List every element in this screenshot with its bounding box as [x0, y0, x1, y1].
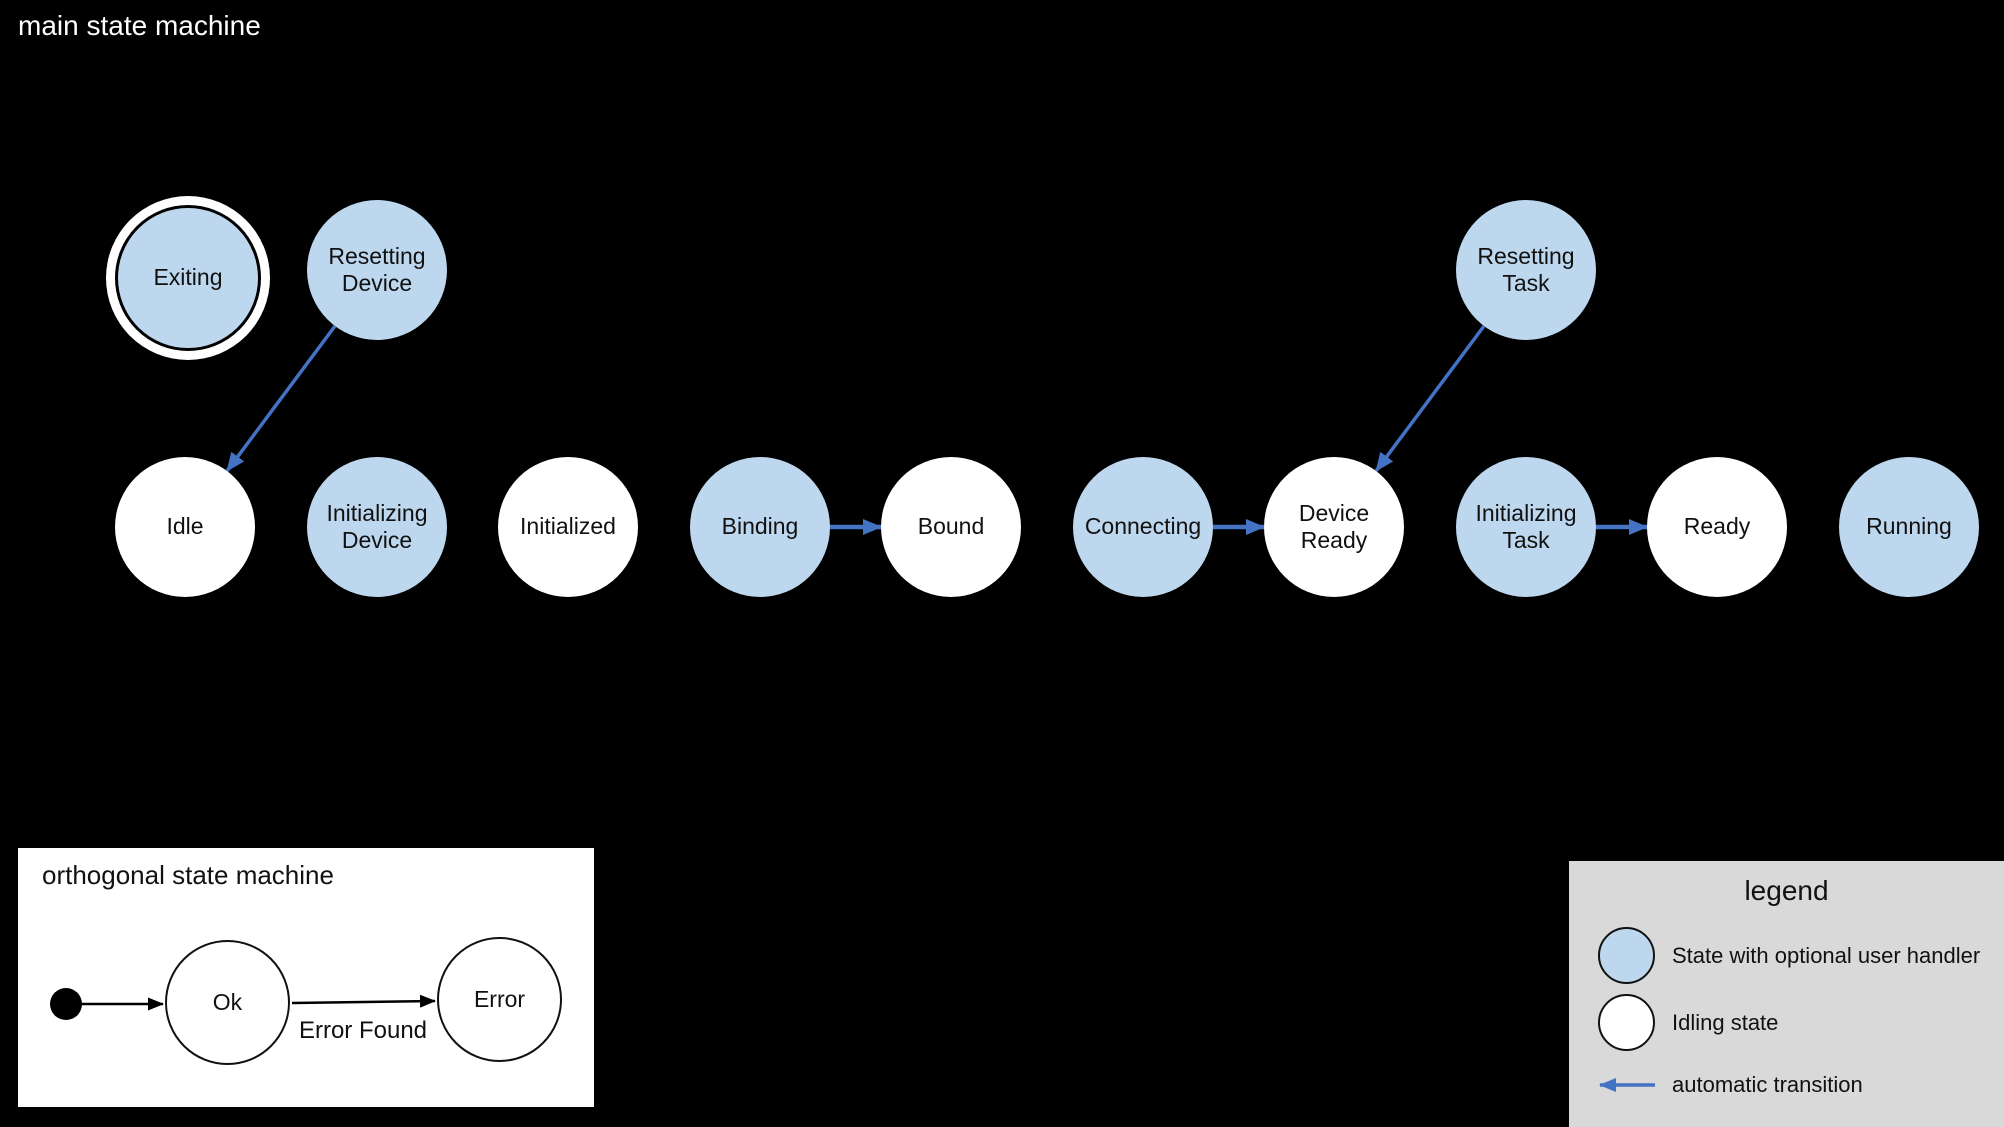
transition-label-error-found: Error Found: [298, 1017, 428, 1044]
state-node-connecting: Connecting: [1073, 457, 1213, 597]
state-node-running: Running: [1839, 457, 1979, 597]
transition-arrow-resetting-task-to-device-ready: [1374, 324, 1486, 473]
orthogonal-state-machine-panel: orthogonal state machine Ok Error Error …: [18, 848, 594, 1107]
state-node-binding: Binding: [690, 457, 830, 597]
state-node-error: Error: [437, 937, 562, 1062]
automatic-transition-arrow-icon: [1599, 1078, 1655, 1092]
orthogonal-machine-title: orthogonal state machine: [42, 860, 334, 890]
state-node-exiting: Exiting: [115, 205, 261, 351]
orthogonal-machine-transition-arrows: [82, 994, 436, 1011]
initial-state-dot: [50, 988, 82, 1020]
legend-panel: legend State with optional user handler …: [1569, 861, 2004, 1127]
state-node-resetting-task: Resetting Task: [1456, 200, 1596, 340]
state-node-initialized: Initialized: [498, 457, 638, 597]
state-node-initializing-device: Initializing Device: [307, 457, 447, 597]
transition-arrow-ok-to-error: [291, 994, 436, 1008]
state-node-device-ready: Device Ready: [1264, 457, 1404, 597]
state-node-initializing-task: Initializing Task: [1456, 457, 1596, 597]
legend-item-label: Idling state: [1672, 1010, 1779, 1035]
state-node-ok: Ok: [165, 940, 290, 1065]
user-handler-state-swatch: [1598, 927, 1655, 984]
state-node-ready: Ready: [1647, 457, 1787, 597]
idling-state-swatch: [1598, 994, 1655, 1051]
legend-title: legend: [1744, 875, 1829, 906]
main-machine-title: main state machine: [18, 10, 261, 41]
state-node-bound: Bound: [881, 457, 1021, 597]
legend-item-label: automatic transition: [1672, 1072, 1863, 1097]
state-node-idle: Idle: [115, 457, 255, 597]
state-node-resetting-device: Resetting Device: [307, 200, 447, 340]
transition-arrow-resetting-device-to-idle: [225, 324, 337, 473]
legend-item-label: State with optional user handler: [1672, 943, 1981, 968]
